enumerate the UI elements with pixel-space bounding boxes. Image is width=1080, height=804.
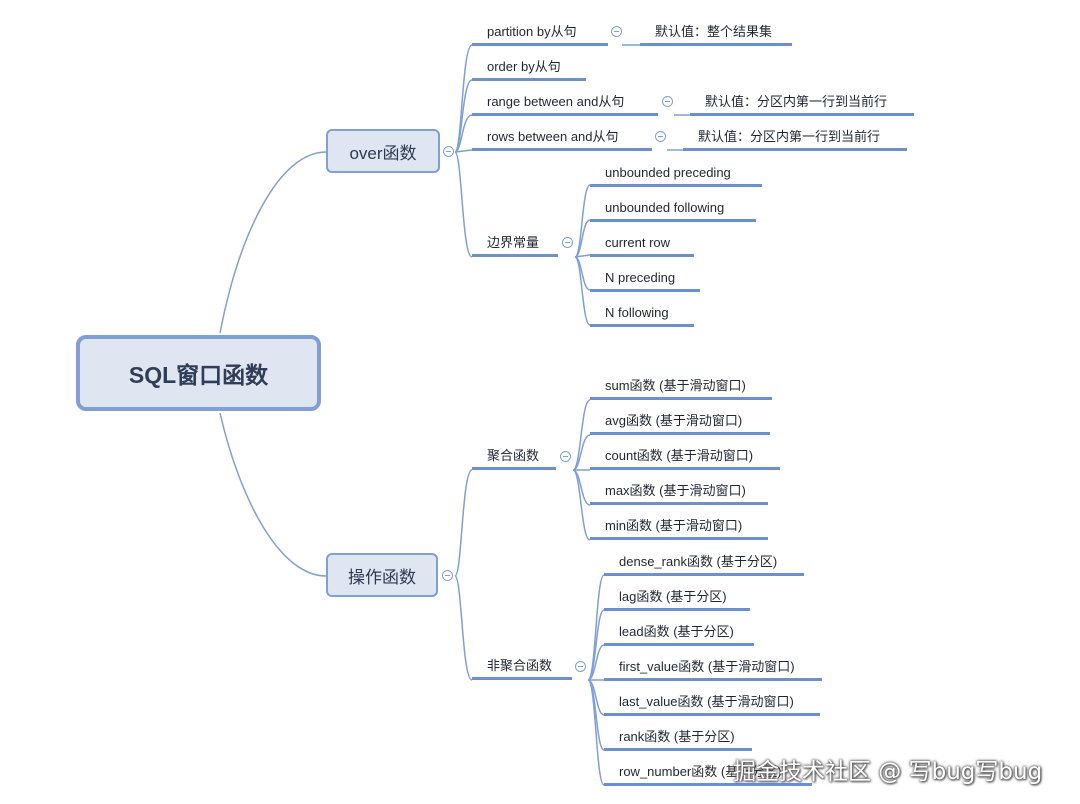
boundary-item[interactable]: N preceding xyxy=(590,268,700,292)
non-aggregate-item[interactable]: dense_rank函数 (基于分区) xyxy=(604,552,804,576)
rows-between-node[interactable]: rows between and从句 xyxy=(472,127,652,151)
range-default-node[interactable]: 默认值：分区内第一行到当前行 xyxy=(690,92,914,116)
boundary-node[interactable]: 边界常量 xyxy=(472,233,558,257)
connector-root-ops xyxy=(219,412,327,577)
ops-node[interactable]: 操作函数 xyxy=(326,553,438,597)
collapse-icon[interactable] xyxy=(575,661,586,672)
boundary-item[interactable]: unbounded preceding xyxy=(590,163,762,187)
aggregate-item[interactable]: sum函数 (基于滑动窗口) xyxy=(590,376,772,400)
boundary-item[interactable]: unbounded following xyxy=(590,198,756,222)
connector-root-over xyxy=(219,151,327,334)
aggregate-item[interactable]: count函数 (基于滑动窗口) xyxy=(590,446,780,470)
collapse-icon[interactable] xyxy=(442,570,453,581)
range-between-node[interactable]: range between and从句 xyxy=(472,92,658,116)
collapse-icon[interactable] xyxy=(662,96,673,107)
non-aggregate-item[interactable]: lag函数 (基于分区) xyxy=(604,587,750,611)
rows-default-node[interactable]: 默认值：分区内第一行到当前行 xyxy=(683,127,907,151)
aggregate-item[interactable]: min函数 (基于滑动窗口) xyxy=(590,516,768,540)
collapse-icon[interactable] xyxy=(611,26,622,37)
aggregate-node[interactable]: 聚合函数 xyxy=(472,446,556,470)
over-node[interactable]: over函数 xyxy=(326,129,440,173)
boundary-item[interactable]: N following xyxy=(590,303,694,327)
partition-by-node[interactable]: partition by从句 xyxy=(472,22,608,46)
order-by-node[interactable]: order by从句 xyxy=(472,57,586,81)
collapse-icon[interactable] xyxy=(655,131,666,142)
non-aggregate-node[interactable]: 非聚合函数 xyxy=(472,656,572,680)
non-aggregate-item[interactable]: last_value函数 (基于滑动窗口) xyxy=(604,692,820,716)
non-aggregate-item[interactable]: lead函数 (基于分区) xyxy=(604,622,754,646)
non-aggregate-item[interactable]: rank函数 (基于分区) xyxy=(604,727,752,751)
aggregate-item[interactable]: max函数 (基于滑动窗口) xyxy=(590,481,768,505)
collapse-icon[interactable] xyxy=(562,237,573,248)
aggregate-item[interactable]: avg函数 (基于滑动窗口) xyxy=(590,411,770,435)
non-aggregate-item[interactable]: first_value函数 (基于滑动窗口) xyxy=(604,657,822,681)
watermark: 掘金技术社区 @ 写bug写bug xyxy=(733,759,1043,785)
non-aggregate-item[interactable]: row_number函数 (基于分区) xyxy=(604,762,812,786)
collapse-icon[interactable] xyxy=(560,451,571,462)
boundary-item[interactable]: current row xyxy=(590,233,694,257)
root-node[interactable]: SQL窗口函数 xyxy=(76,335,321,411)
collapse-icon[interactable] xyxy=(443,146,454,157)
partition-default-node[interactable]: 默认值：整个结果集 xyxy=(640,22,792,46)
